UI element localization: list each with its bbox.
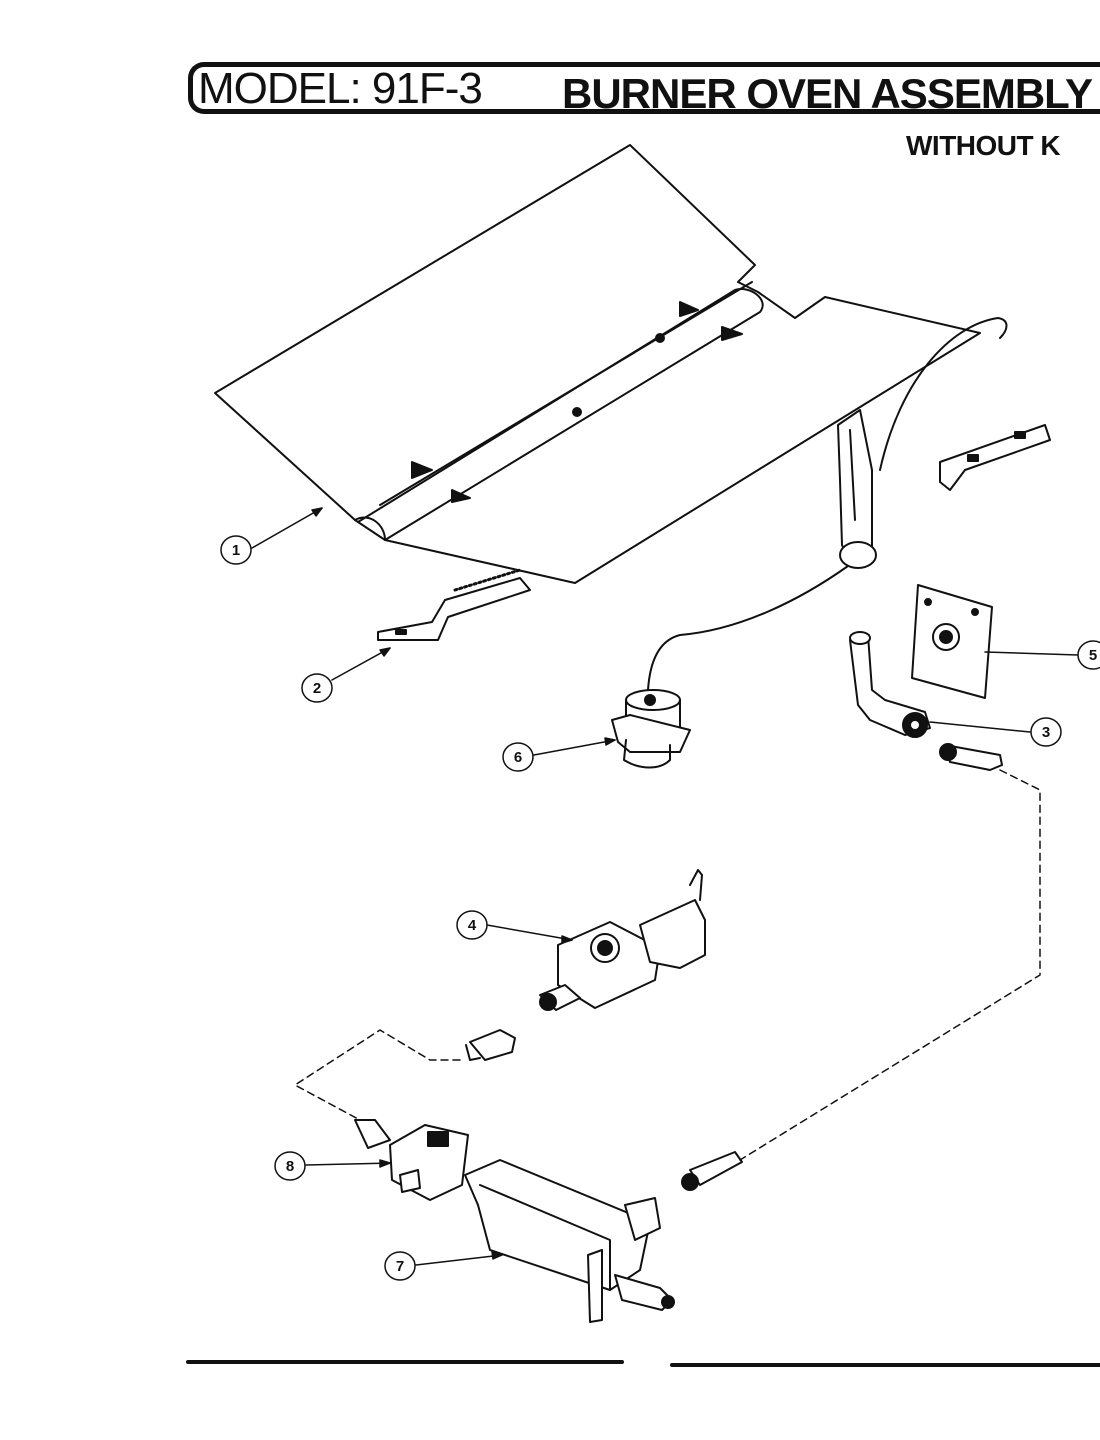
pilot-assembly-part <box>647 317 1051 691</box>
inlet-fitting-part <box>681 1151 743 1191</box>
pilot-valve-part <box>611 689 691 769</box>
burner-tube-part <box>377 568 531 641</box>
callout-1-label: 1 <box>232 542 240 559</box>
connector-fitting-part <box>465 1029 516 1061</box>
assembly-subtitle: WITHOUT K <box>906 130 1061 161</box>
callout-4-label: 4 <box>468 917 477 934</box>
manifold-tee-part <box>354 1119 469 1201</box>
callout-7-label: 7 <box>396 1258 404 1275</box>
gas-valve-part <box>539 869 706 1011</box>
callout-2 <box>301 673 333 703</box>
callout-5-label: 5 <box>1089 647 1097 664</box>
elbow-fitting-part <box>849 631 1003 771</box>
model-label: MODEL: 91F-3 <box>198 64 483 113</box>
callout-8-label: 8 <box>286 1158 294 1175</box>
callout-2-label: 2 <box>313 680 321 697</box>
callout-1 <box>220 535 252 565</box>
callout-7 <box>384 1251 416 1281</box>
assembly-title: BURNER OVEN ASSEMBLY <box>562 70 1093 117</box>
title-frame <box>188 62 1100 114</box>
callout-4 <box>456 910 488 940</box>
connection-lines <box>294 769 1041 1161</box>
burner-baffle-part <box>214 144 981 584</box>
callout-3 <box>1030 717 1062 747</box>
mounting-plate-part <box>911 584 993 699</box>
callout-3-label: 3 <box>1042 724 1050 741</box>
callout-6-label: 6 <box>514 749 522 766</box>
callout-5 <box>1077 640 1100 670</box>
callout-8 <box>274 1151 306 1181</box>
callout-6 <box>502 742 534 772</box>
valve-body-part <box>464 1159 675 1323</box>
